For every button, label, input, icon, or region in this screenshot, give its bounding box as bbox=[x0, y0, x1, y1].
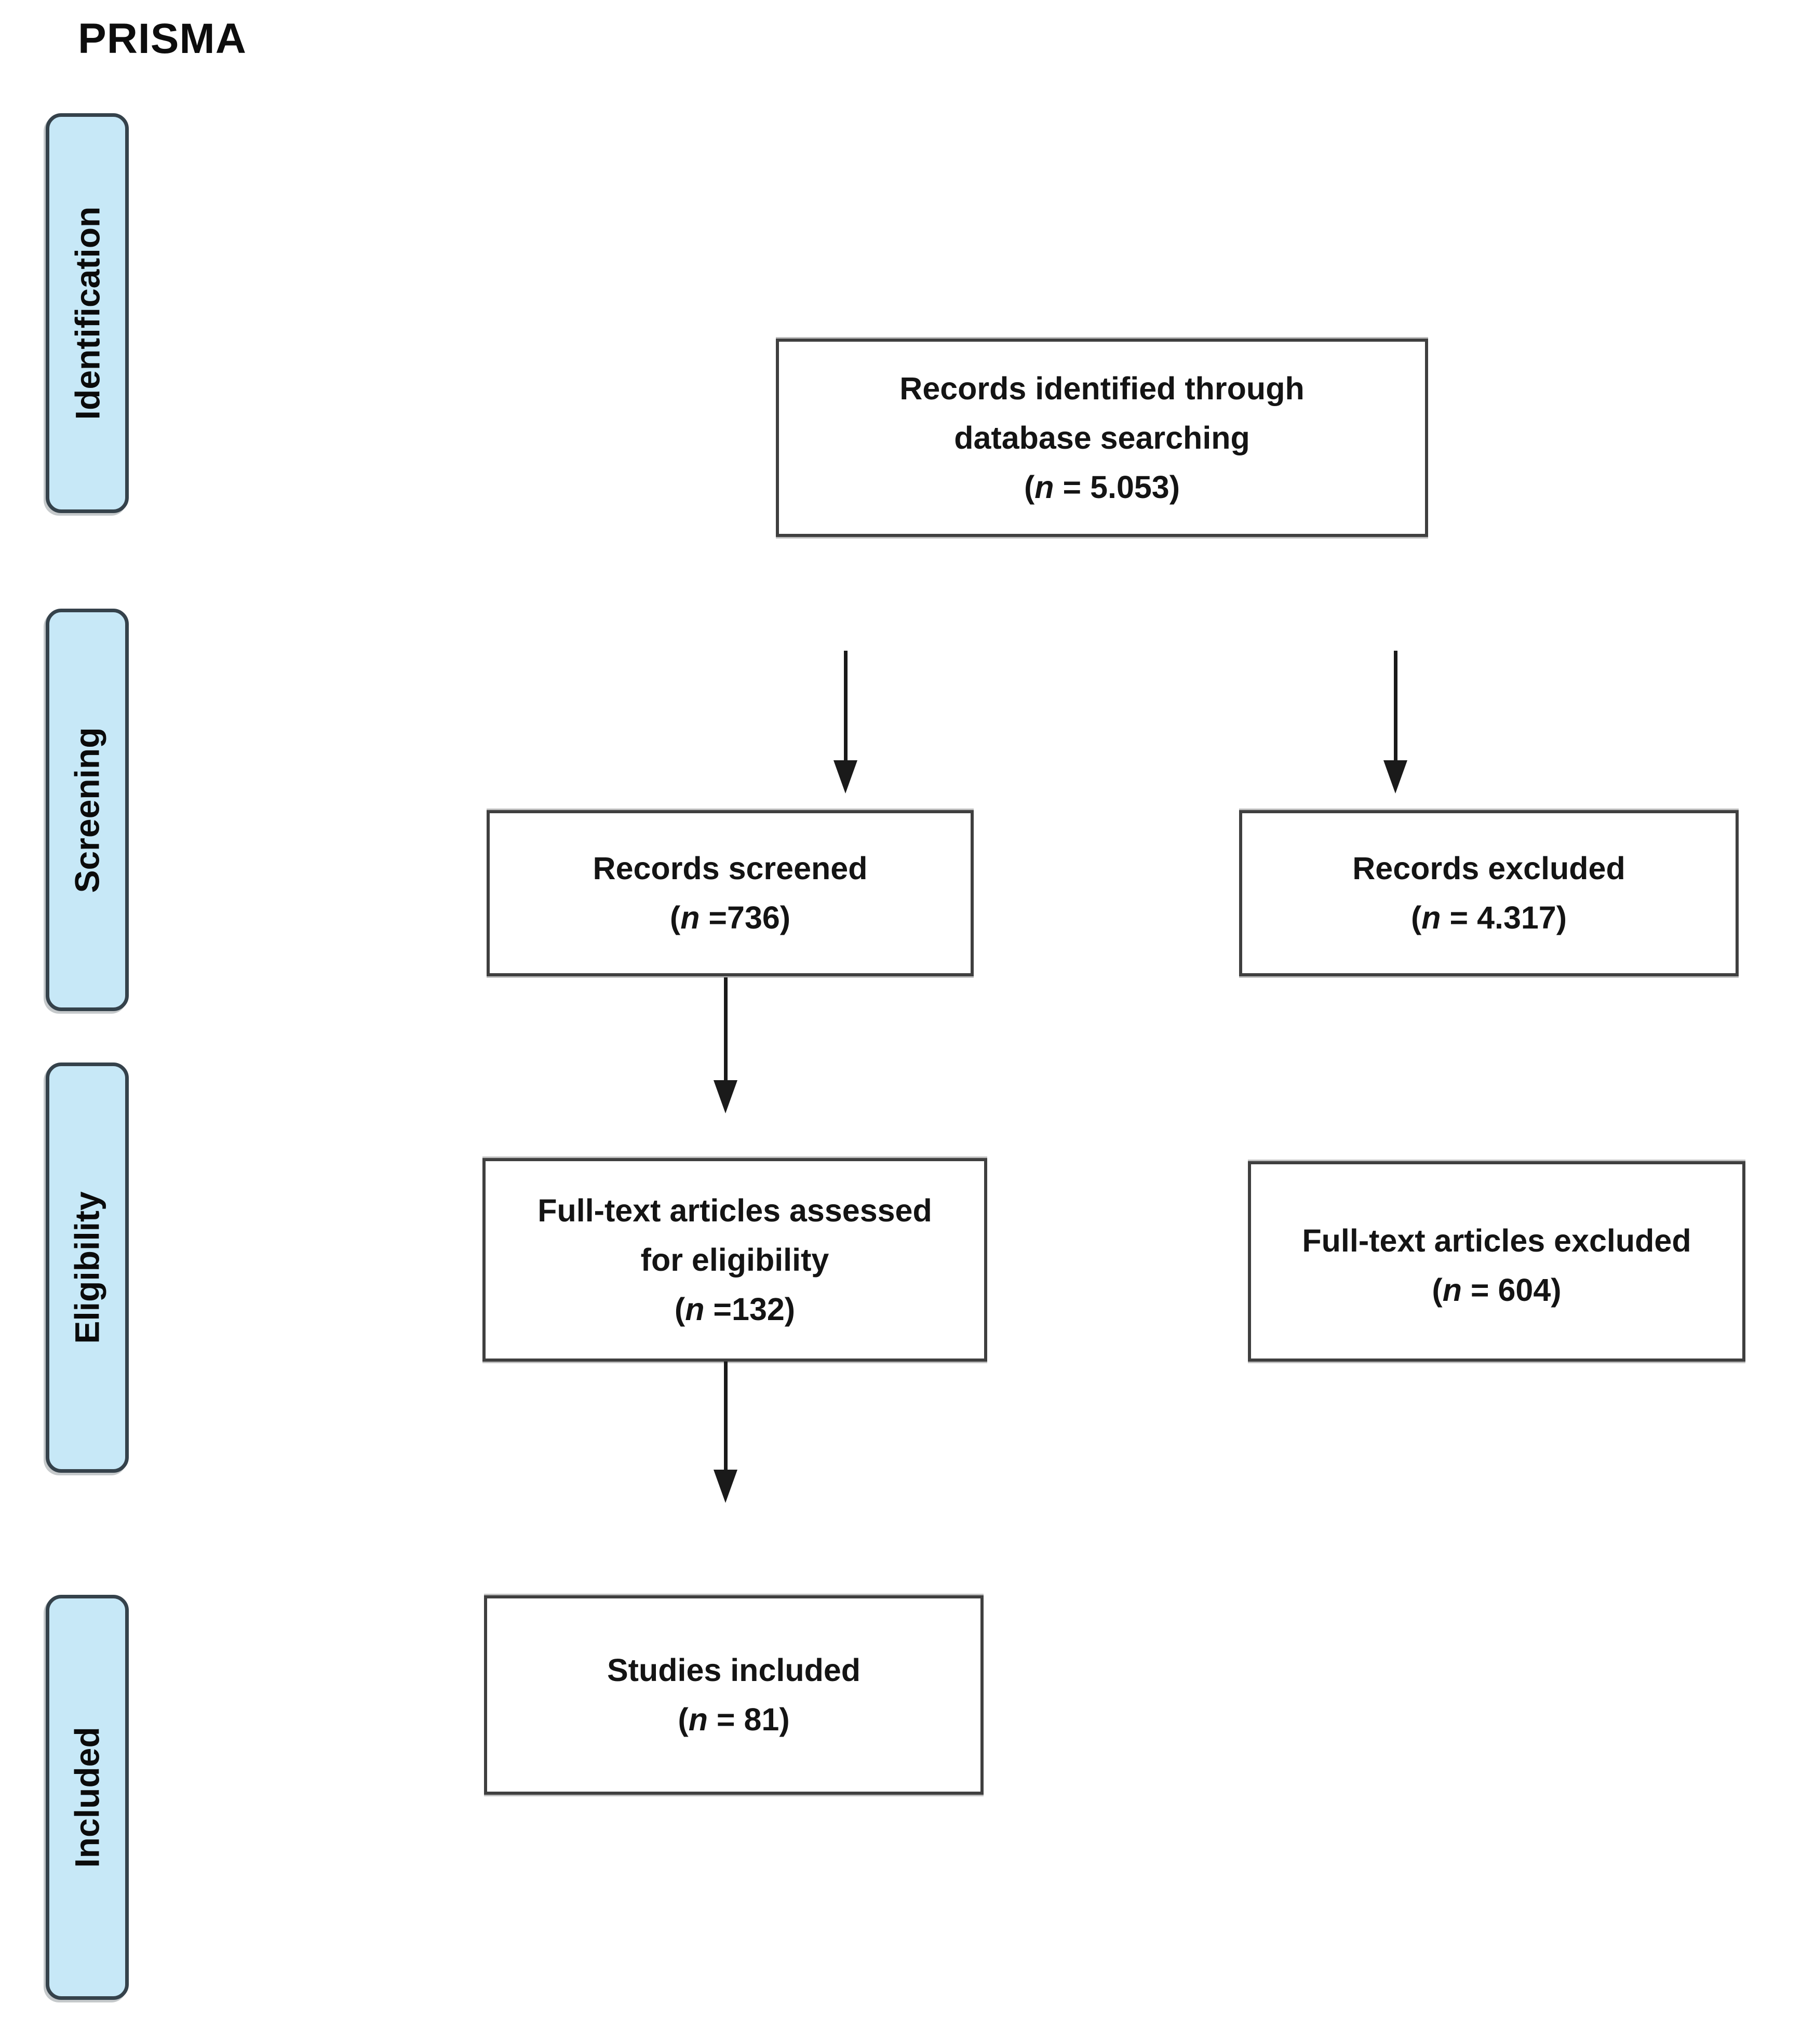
down-arrow-icon bbox=[714, 977, 737, 1113]
box-studies-included-count: (n = 81) bbox=[678, 1702, 790, 1737]
down-arrow-icon bbox=[1383, 651, 1407, 794]
arrow-head bbox=[714, 1080, 737, 1113]
arrow-shaft bbox=[723, 977, 728, 1080]
down-arrow-icon bbox=[833, 651, 857, 794]
down-arrow-icon bbox=[714, 1362, 737, 1503]
arrow-shaft bbox=[1393, 651, 1397, 760]
box-records-identified: Records identified through database sear… bbox=[776, 339, 1428, 537]
diagram-title: PRISMA bbox=[78, 15, 247, 62]
stage-screening-label: Screening bbox=[68, 727, 107, 893]
box-records-screened-line1: Records screened bbox=[593, 851, 868, 886]
stage-eligibility: Eligibility bbox=[46, 1063, 129, 1473]
box-fulltext-excluded-count: (n = 604) bbox=[1432, 1272, 1562, 1308]
box-fulltext-assessed-line2: for eligibility bbox=[640, 1242, 829, 1278]
box-records-identified-line2: database searching bbox=[954, 420, 1250, 455]
stage-identification: Identification bbox=[46, 113, 129, 513]
box-records-identified-line1: Records identified through bbox=[899, 370, 1305, 406]
stage-screening: Screening bbox=[46, 609, 129, 1011]
stage-included: Included bbox=[46, 1595, 129, 2000]
box-fulltext-excluded: Full-text articles excluded (n = 604) bbox=[1248, 1161, 1745, 1362]
box-records-excluded-line1: Records excluded bbox=[1352, 851, 1625, 886]
box-studies-included-line1: Studies included bbox=[607, 1652, 861, 1688]
arrow-head bbox=[1383, 760, 1407, 794]
box-fulltext-assessed-count: (n =132) bbox=[674, 1291, 796, 1327]
box-studies-included: Studies included (n = 81) bbox=[484, 1595, 984, 1795]
box-records-excluded-count: (n = 4.317) bbox=[1410, 900, 1567, 935]
box-fulltext-excluded-line1: Full-text articles excluded bbox=[1302, 1223, 1691, 1258]
box-records-identified-count: (n = 5.053) bbox=[1024, 469, 1180, 505]
arrow-head bbox=[714, 1470, 737, 1503]
box-records-screened-count: (n =736) bbox=[669, 900, 791, 935]
box-records-screened: Records screened (n =736) bbox=[487, 810, 974, 976]
box-records-excluded: Records excluded (n = 4.317) bbox=[1239, 810, 1739, 976]
arrow-shaft bbox=[843, 651, 848, 760]
arrow-shaft bbox=[723, 1362, 728, 1470]
stage-included-label: Included bbox=[68, 1727, 107, 1868]
stage-identification-label: Identification bbox=[68, 206, 107, 420]
box-fulltext-assessed: Full-text articles assessed for eligibil… bbox=[482, 1158, 987, 1362]
box-fulltext-assessed-line1: Full-text articles assessed bbox=[537, 1192, 932, 1228]
arrow-head bbox=[833, 760, 857, 794]
stage-eligibility-label: Eligibility bbox=[68, 1191, 107, 1344]
